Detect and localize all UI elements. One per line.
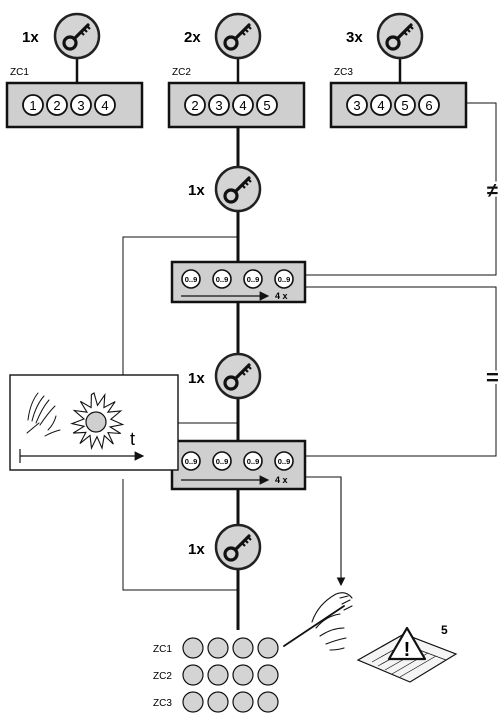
svg-text:5: 5 — [401, 98, 408, 113]
digit-key: 0..9 — [274, 269, 294, 289]
status-light — [182, 637, 204, 659]
zone-step-zc3: 3x ZC3 3 4 5 6 — [329, 12, 468, 129]
result-grid: ZC1 ZC2 ZC3 — [153, 637, 279, 713]
comparison-connectors — [304, 102, 497, 457]
digit-key: 2 — [184, 94, 206, 116]
digit-key: 6 — [418, 94, 440, 116]
key-icon — [214, 523, 262, 571]
status-light — [207, 637, 229, 659]
code-entry-panel-2: 0..9 0..9 0..9 0..9 4 x — [170, 439, 307, 491]
digit-key: 3 — [346, 94, 368, 116]
zone-step-zc2: 2x ZC2 2 3 4 5 — [167, 12, 306, 129]
svg-text:0..9: 0..9 — [247, 275, 260, 284]
status-light — [182, 664, 204, 686]
key-step-2: 1x — [188, 352, 262, 400]
digit-key: 4 — [232, 94, 254, 116]
digit-key: 0..9 — [181, 269, 201, 289]
press-count-label: 1x — [188, 370, 205, 387]
svg-text:6: 6 — [425, 98, 432, 113]
digit-key: 1 — [22, 94, 44, 116]
digit-key: 5 — [256, 94, 278, 116]
svg-text:0..9: 0..9 — [216, 275, 229, 284]
code-entry-panel-1: 0..9 0..9 0..9 0..9 4 x — [170, 260, 307, 304]
repeat-label: 4 x — [275, 291, 288, 301]
digit-key: 5 — [394, 94, 416, 116]
zone-label: ZC2 — [172, 67, 191, 78]
digit-key: 0..9 — [181, 451, 201, 471]
sun-icon — [70, 392, 125, 451]
digit-key: 0..9 — [243, 451, 263, 471]
svg-text:0..9: 0..9 — [185, 275, 198, 284]
digit-key: 0..9 — [243, 269, 263, 289]
result-arrow — [305, 476, 346, 587]
time-label: t — [130, 429, 135, 449]
svg-text:!: ! — [404, 639, 411, 661]
zone-label: ZC1 — [153, 644, 172, 655]
key-step-1: 1x — [188, 165, 262, 213]
digit-key: 2 — [46, 94, 68, 116]
key-step-3: 1x — [188, 523, 262, 571]
svg-text:0..9: 0..9 — [278, 275, 291, 284]
digit-key: 0..9 — [212, 269, 232, 289]
svg-text:4: 4 — [101, 98, 108, 113]
digit-key: 0..9 — [274, 451, 294, 471]
repeat-label: 4 x — [275, 475, 288, 485]
status-light — [257, 664, 279, 686]
digit-key: 4 — [94, 94, 116, 116]
svg-text:3: 3 — [77, 98, 84, 113]
status-light — [232, 637, 254, 659]
page-reference: 5 — [441, 623, 448, 637]
timeout-box: t — [9, 374, 179, 471]
equal-symbol: = — [486, 365, 499, 390]
digit-key: 3 — [70, 94, 92, 116]
result-row-zc2: ZC2 — [153, 664, 279, 686]
zone-step-zc1: 1x ZC1 1 2 3 4 — [5, 12, 144, 129]
result-row-zc3: ZC3 — [153, 691, 279, 713]
key-icon — [214, 165, 262, 213]
zone-label: ZC2 — [153, 671, 172, 682]
svg-text:0..9: 0..9 — [185, 457, 198, 466]
svg-text:0..9: 0..9 — [278, 457, 291, 466]
press-count-label: 1x — [22, 29, 39, 46]
svg-text:4: 4 — [377, 98, 384, 113]
zone-label: ZC1 — [10, 67, 29, 78]
svg-text:2: 2 — [191, 98, 198, 113]
status-light — [232, 664, 254, 686]
zone-label: ZC3 — [334, 67, 353, 78]
svg-text:0..9: 0..9 — [216, 457, 229, 466]
digit-key: 4 — [370, 94, 392, 116]
zone-label: ZC3 — [153, 698, 172, 709]
result-row-zc1: ZC1 — [153, 637, 279, 659]
svg-text:1: 1 — [29, 98, 36, 113]
key-icon — [214, 12, 262, 60]
press-count-label: 1x — [188, 541, 205, 558]
svg-text:2: 2 — [53, 98, 60, 113]
status-light — [257, 691, 279, 713]
warning-icon: ! — [387, 626, 427, 661]
key-icon — [53, 12, 101, 60]
not-equal-symbol: ≠ — [487, 180, 498, 202]
status-light — [232, 691, 254, 713]
hand-writing-icon — [283, 592, 353, 651]
svg-text:3: 3 — [215, 98, 222, 113]
timeout-connectors — [122, 236, 238, 591]
press-count-label: 3x — [346, 29, 363, 46]
digit-key: 3 — [208, 94, 230, 116]
status-light — [207, 691, 229, 713]
svg-text:3: 3 — [353, 98, 360, 113]
status-light — [207, 664, 229, 686]
press-count-label: 1x — [188, 182, 205, 199]
press-count-label: 2x — [184, 29, 201, 46]
digit-key: 0..9 — [212, 451, 232, 471]
key-icon — [214, 352, 262, 400]
key-icon — [376, 12, 424, 60]
status-light — [257, 637, 279, 659]
hand-icon — [26, 392, 61, 437]
status-light — [182, 691, 204, 713]
warning-manual: ! 5 — [356, 623, 458, 683]
svg-text:0..9: 0..9 — [247, 457, 260, 466]
svg-text:5: 5 — [263, 98, 270, 113]
svg-text:4: 4 — [239, 98, 246, 113]
